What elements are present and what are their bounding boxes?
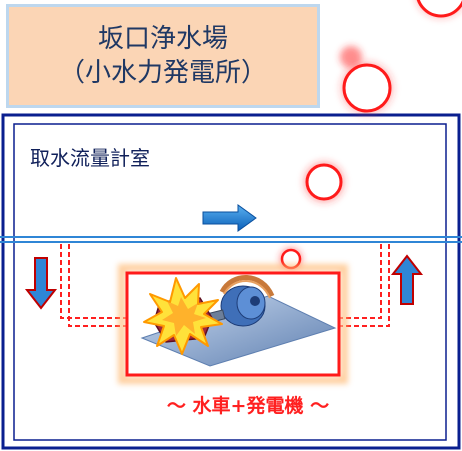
title-line-1: 坂口浄水場 [97, 24, 228, 54]
pipe-right [340, 244, 390, 327]
flow-arrow-up [390, 254, 424, 305]
highlight-circle-medium [300, 158, 348, 206]
building-frame [1, 113, 461, 450]
highlight-circle-large [337, 58, 397, 118]
explosion-burst-icon [143, 277, 223, 355]
turbine-label: ～ 水車+発電機 ～ [166, 395, 330, 417]
room-label: 取水流量計室 [30, 146, 150, 170]
title-line-2: （小水力発電所） [58, 58, 267, 88]
room-frame [13, 123, 447, 441]
title-box: 坂口浄水場 （小水力発電所） [6, 4, 320, 108]
flow-arrow-down [24, 257, 58, 310]
partial-circle-top-right [412, 0, 462, 22]
pipe-left [60, 244, 128, 327]
flow-arrow-right [202, 204, 257, 232]
